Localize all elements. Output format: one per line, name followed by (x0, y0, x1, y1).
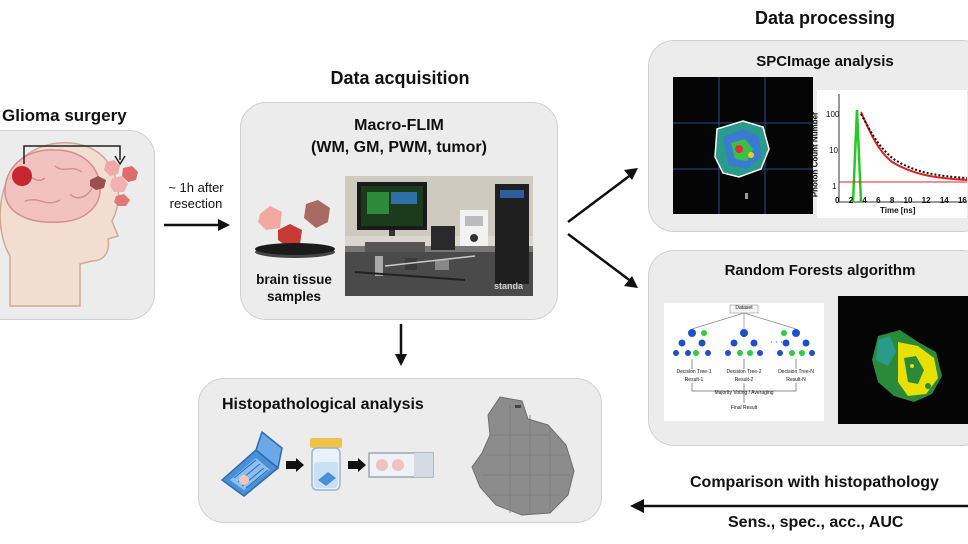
decay-xtick: 6 (876, 196, 881, 205)
processing-section-title: Data processing (754, 8, 896, 28)
decay-curve-plot (817, 90, 968, 218)
decay-xtick: 10 (903, 196, 913, 205)
rf-top-label: Dataset (735, 305, 753, 311)
decay-xtick: 8 (889, 196, 895, 205)
decay-ytick-1: 1 (832, 182, 837, 191)
comparison-metrics: Sens., spec., acc., AUC (728, 514, 904, 531)
sample-on-stage (255, 200, 335, 258)
decay-xlabel: Time [ns] (880, 206, 916, 215)
arrow-surgery-to-acquisition (164, 219, 230, 231)
histology-section-image (471, 396, 575, 516)
macro-flim-setup-photo (345, 176, 533, 296)
random-forest-diagram: · · · (664, 303, 824, 421)
rf-tree-label-1: Decision Tree-1 (676, 369, 712, 375)
formalin-jar-icon (310, 438, 342, 491)
comparison-title: Comparison with histopathology (690, 474, 939, 491)
time-label: ~ 1h after resection (168, 180, 224, 211)
sample-label-line2: samples (266, 289, 322, 304)
rf-final-label: Final Result (730, 405, 758, 411)
acquisition-section-title: Data acquisition (330, 68, 470, 88)
rf-result-label-1: Result-1 (684, 377, 704, 383)
photo-watermark: standa (494, 281, 524, 291)
tissue-cassette-icon (220, 430, 283, 497)
arrow-acquisition-to-rf (567, 233, 638, 288)
surgery-title: Glioma surgery (2, 106, 127, 125)
rf-title: Random Forests algorithm (724, 262, 916, 279)
arrow-acquisition-to-spc (567, 168, 638, 223)
decay-xtick: 12 (921, 196, 931, 205)
acquisition-box-subtitle: (WM, GM, PWM, tumor) (311, 139, 487, 156)
decay-ytick-10: 10 (829, 146, 838, 155)
rf-vote-label: Majority Voting / Averaging (714, 390, 774, 396)
rf-result-label-n: Result-N (786, 377, 806, 383)
arrow-right-icon-1 (286, 458, 304, 472)
sample-label-line1: brain tissue (256, 272, 332, 287)
histopathology-title: Histopathological analysis (222, 396, 424, 413)
head-illustration (0, 141, 126, 307)
decay-xtick: 14 (939, 196, 949, 205)
svg-text:· · ·: · · · (770, 338, 783, 347)
rf-result-label-2: Result-2 (734, 377, 754, 383)
decay-xtick: 0 (835, 196, 840, 205)
spc-title: SPCImage analysis (756, 53, 894, 70)
decay-xticks: 0 2 4 6 8 10 12 14 16 (835, 196, 967, 205)
arrow-right-icon-2 (348, 458, 366, 472)
rf-tree-label-2: Decision Tree-2 (726, 369, 762, 375)
resected-tissue-pieces (90, 160, 138, 206)
decay-xtick: 2 (848, 196, 854, 205)
acquisition-box-title: Macro-FLIM (354, 117, 444, 134)
rf-prediction-map (838, 296, 968, 424)
decay-xtick: 16 (957, 196, 967, 205)
arrow-acquisition-to-histopathology (395, 324, 407, 366)
decay-ytick-100: 100 (826, 110, 840, 119)
flim-lifetime-image (673, 77, 813, 214)
microscope-slide-icon (368, 452, 434, 478)
rf-tree-label-n: Decision Tree-N (778, 369, 814, 375)
decay-xtick: 4 (862, 196, 867, 205)
arrow-comparison-to-histopathology (630, 499, 968, 513)
decay-ylabel: Photon Count Number (810, 111, 820, 198)
